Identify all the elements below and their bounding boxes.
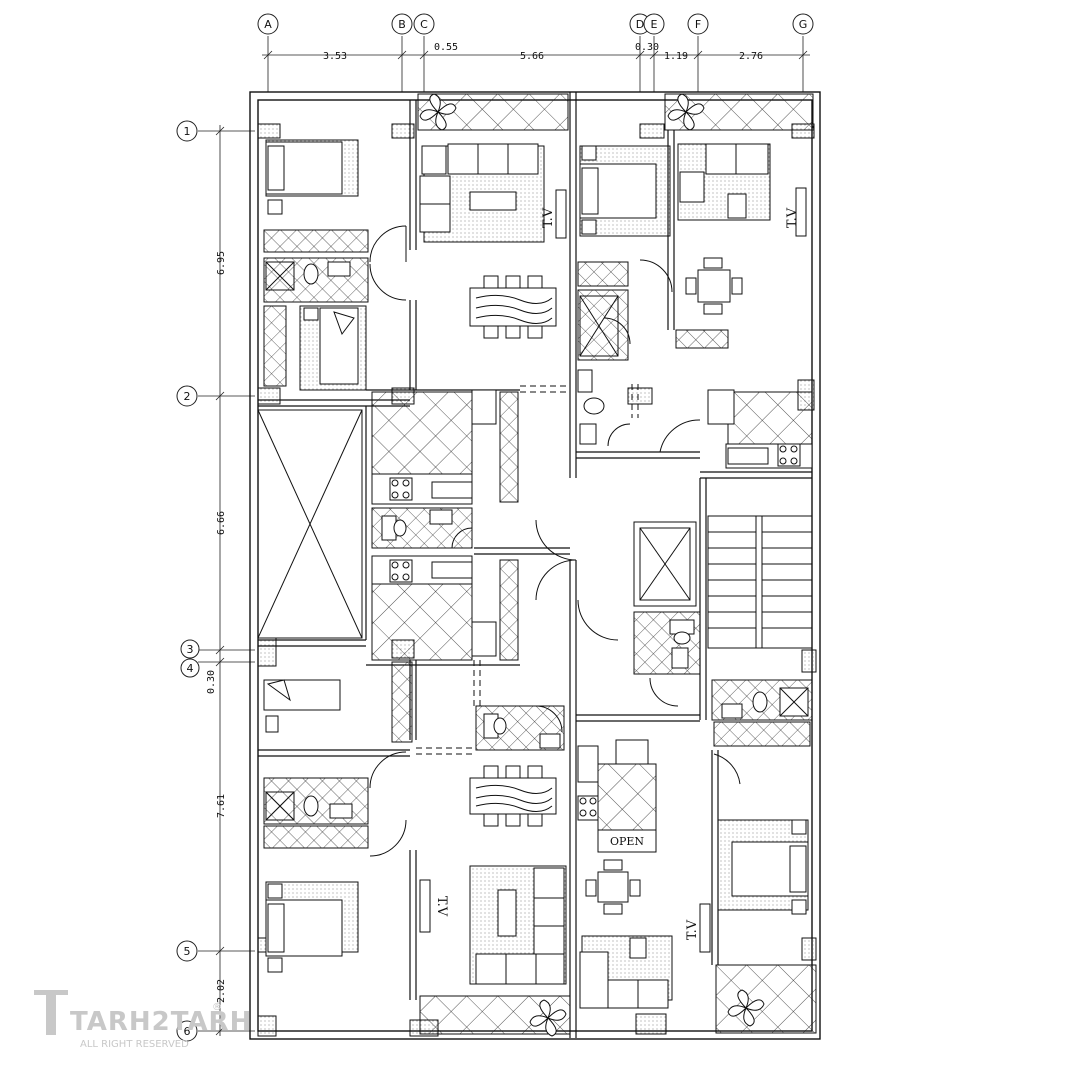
column-bubble-a: A [257,13,279,35]
dining-lower-left [469,765,557,827]
dim-1-2: 6.95 [216,251,227,275]
column-bubble-f: F [687,13,709,35]
svg-text:F: F [695,18,701,31]
kitchen-floor-right [727,391,813,445]
kitchen-floor-open [597,763,657,831]
kitchen-floor-lower [371,581,473,661]
svg-text:1: 1 [184,125,191,138]
living-lower-right [579,903,711,1009]
plant-top-right [667,93,705,131]
dim-f-g: 2.76 [739,51,763,62]
living-lower-left [419,865,567,985]
dim-d-e: 0.30 [635,42,659,53]
open-kitchen-label: OPEN [610,835,644,848]
dim-2-3: 6.66 [216,511,227,535]
svg-text:5: 5 [184,945,191,958]
bed-upper-left [265,139,359,215]
svg-text:C: C [420,18,428,31]
dim-e-f: 1.19 [664,51,688,62]
open-kitchen-label-box: OPEN [597,829,657,853]
elevator [633,521,697,607]
svg-text:D: D [636,18,644,31]
row-bubble-4: 4 [180,658,200,678]
stairs [707,515,813,649]
svg-text:4: 4 [187,662,194,675]
plant-bottom-left [529,999,567,1037]
openings [416,384,639,755]
balcony-bottom-right [715,964,817,1034]
watermark-brand: TARH2TARH [70,1007,252,1037]
svg-text:E: E [651,18,658,31]
row-bubble-2: 2 [176,385,198,407]
watermark: TARH2TARH ® ALL RIGHT RESERVED [34,990,252,1050]
column-bubble-b: B [391,13,413,35]
column-bubble-e: E [643,13,665,35]
dim-3-4: 0.30 [206,670,217,694]
row-bubble-3: 3 [180,639,200,659]
svg-text:3: 3 [187,643,194,656]
bed-upper-right [579,145,671,237]
tv-label-lower-left: T.V [434,896,449,917]
watermark-mark: ® [212,1002,222,1013]
column-axes [267,36,804,92]
plant-bottom-right [727,989,765,1027]
light-well [257,409,363,639]
dining-lower-right [585,859,641,915]
dining-upper-right [685,257,743,315]
doors [369,225,741,857]
bathroom-upper-left [263,257,369,303]
column-bubble-c: C [413,13,435,35]
living-upper-left [419,143,567,243]
row-bubble-5: 5 [176,940,198,962]
living-upper-right [677,143,807,237]
column-bubble-g: G [792,13,814,35]
plant-top-left [419,93,457,131]
svg-text:B: B [398,18,406,31]
row-axes [198,125,255,1036]
row-bubble-6: 6 [176,1020,198,1042]
svg-text:6: 6 [184,1025,191,1038]
bed-lower-left [265,881,359,973]
tv-label-upper-left: T.V [541,207,556,228]
bath-floor-right [577,289,629,361]
dining-upper-left [469,275,557,339]
single-bed-upper-left [299,305,367,391]
dim-5-6: 2.02 [216,979,227,1003]
top-dimension-line [262,50,810,60]
svg-text:G: G [799,18,808,31]
kitchen-floor-upper [371,391,473,475]
svg-text:A: A [264,18,272,31]
watermark-rights: ALL RIGHT RESERVED [80,1039,189,1050]
svg-text:2: 2 [184,390,191,403]
dim-a-b: 3.53 [323,51,347,62]
tv-label-lower-right: T.V [685,919,700,940]
bathroom-lower-left [263,777,369,825]
bed-lower-right [717,819,809,915]
wardrobes [263,229,811,849]
dim-b-c: 0.55 [434,42,458,53]
dim-4-5: 7.61 [216,794,227,818]
kitchen-counters [371,389,813,821]
single-bed-lower-left [263,679,341,733]
wc-fixtures [381,295,809,749]
tv-label-upper-right: T.V [785,207,800,228]
row-bubble-1: 1 [176,120,198,142]
dim-c-d: 5.66 [520,51,544,62]
